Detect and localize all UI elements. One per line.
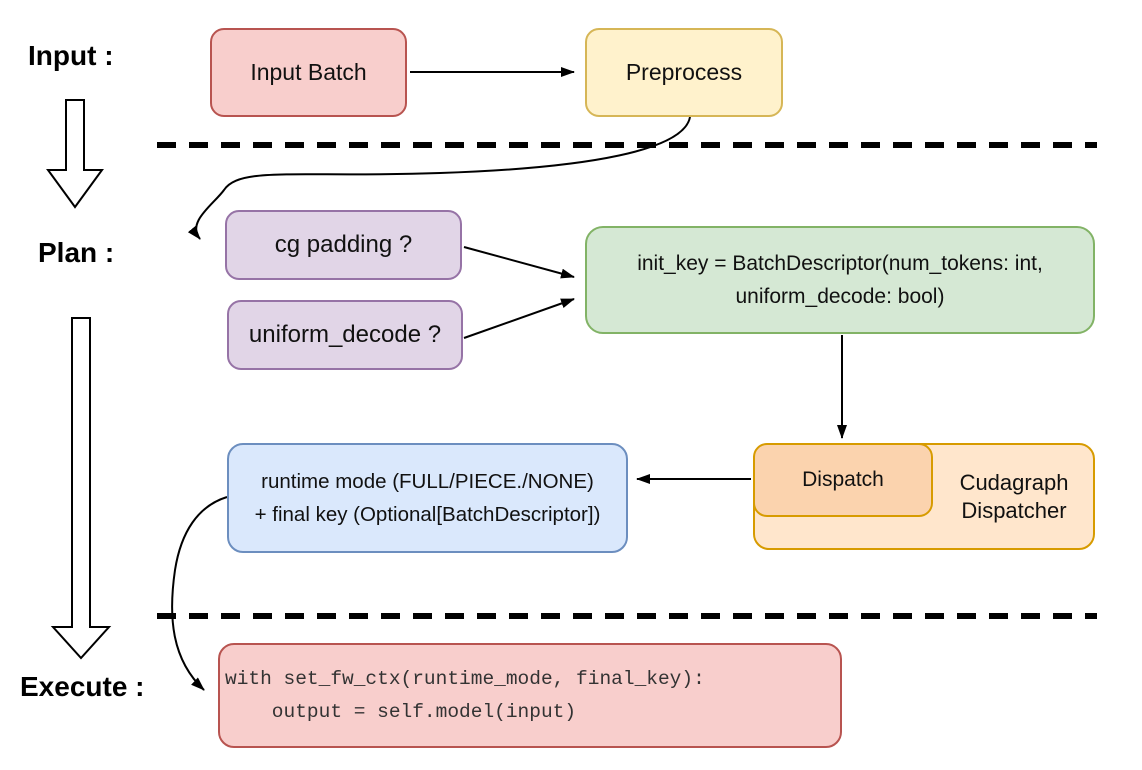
- execute-code-text: with set_fw_ctx(runtime_mode, final_key)…: [225, 663, 705, 729]
- cg-padding-node: cg padding ?: [225, 210, 462, 280]
- cudagraph-dispatcher-label: Cudagraph Dispatcher: [959, 470, 1069, 523]
- arrow-cg-padding-to-init-key: [463, 246, 575, 279]
- arrow-uniform-decode-to-init-key: [463, 298, 575, 339]
- section-label-plan: Plan :: [38, 237, 115, 268]
- runtime-mode-line2: + final key (Optional[BatchDescriptor]): [254, 503, 601, 526]
- init-key-line2: uniform_decode: bool): [735, 285, 945, 308]
- dispatch-label: Dispatch: [802, 467, 884, 491]
- execute-code-node: with set_fw_ctx(runtime_mode, final_key)…: [218, 643, 842, 748]
- section-label-execute: Execute :: [20, 671, 145, 702]
- section-label-input: Input :: [28, 40, 114, 71]
- input-batch-node: Input Batch: [210, 28, 407, 117]
- init-key-line1: init_key = BatchDescriptor(num_tokens: i…: [637, 252, 1043, 275]
- runtime-mode-node: runtime mode (FULL/PIECE./NONE) + final …: [227, 443, 628, 553]
- hollow-arrow-plan-to-execute: [50, 317, 112, 660]
- execute-code-line2: output = self.model(input): [225, 700, 577, 723]
- curve-preprocess-to-cg-padding: [187, 116, 691, 240]
- init-key-node: init_key = BatchDescriptor(num_tokens: i…: [585, 226, 1095, 334]
- runtime-mode-label: runtime mode (FULL/PIECE./NONE) + final …: [255, 465, 601, 531]
- dispatch-node: Dispatch: [753, 443, 933, 517]
- cg-padding-label: cg padding ?: [274, 231, 413, 258]
- cudagraph-dispatcher-label-container: Cudagraph Dispatcher: [933, 443, 1095, 550]
- execute-code-line1: with set_fw_ctx(runtime_mode, final_key)…: [225, 667, 705, 690]
- uniform-decode-label: uniform_decode ?: [248, 321, 442, 348]
- uniform-decode-node: uniform_decode ?: [227, 300, 463, 370]
- input-batch-label: Input Batch: [250, 59, 367, 86]
- init-key-label: init_key = BatchDescriptor(num_tokens: i…: [637, 247, 1043, 313]
- preprocess-label: Preprocess: [625, 59, 743, 86]
- runtime-mode-line1: runtime mode (FULL/PIECE./NONE): [261, 470, 594, 493]
- preprocess-node: Preprocess: [585, 28, 783, 117]
- hollow-arrow-input-to-plan: [46, 99, 104, 209]
- curve-runtime-mode-to-execute-code: [171, 496, 228, 691]
